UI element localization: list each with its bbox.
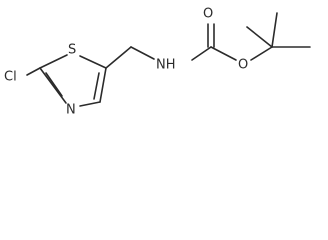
atom-cl-label: Cl <box>4 70 17 85</box>
bond-cl-c2 <box>26 67 41 76</box>
bond-c5-ch2 <box>105 46 132 69</box>
atom-nh-label: NH <box>156 58 176 73</box>
chemical-structure-diagram: Cl S N NH O O <box>4 7 311 118</box>
bond-c5-c4 <box>99 67 107 103</box>
bond-carbonyl-oester <box>210 46 237 61</box>
bond-c2-s1 <box>39 54 68 69</box>
bond-oester-cq <box>250 46 273 61</box>
bonds <box>26 12 311 107</box>
atom-labels: Cl S N NH O O <box>4 7 248 118</box>
bond-s1-c5 <box>79 55 107 69</box>
bond-c4-n3 <box>79 101 101 107</box>
bond-nh-carbonyl <box>191 46 212 61</box>
bond-cq-methyl-left <box>246 26 273 48</box>
atom-o-ester-label: O <box>238 58 248 73</box>
bond-ch2-nh <box>130 46 155 60</box>
bond-c5-c4-inner <box>93 72 100 100</box>
atom-s-label: S <box>68 43 76 58</box>
atom-o-carbonyl-label: O <box>203 7 213 22</box>
atom-n-ring-label: N <box>66 103 76 118</box>
bond-n3-c2-inner <box>45 72 63 97</box>
bond-n3-c2 <box>39 67 67 104</box>
bond-cq-methyl-top <box>271 12 278 48</box>
